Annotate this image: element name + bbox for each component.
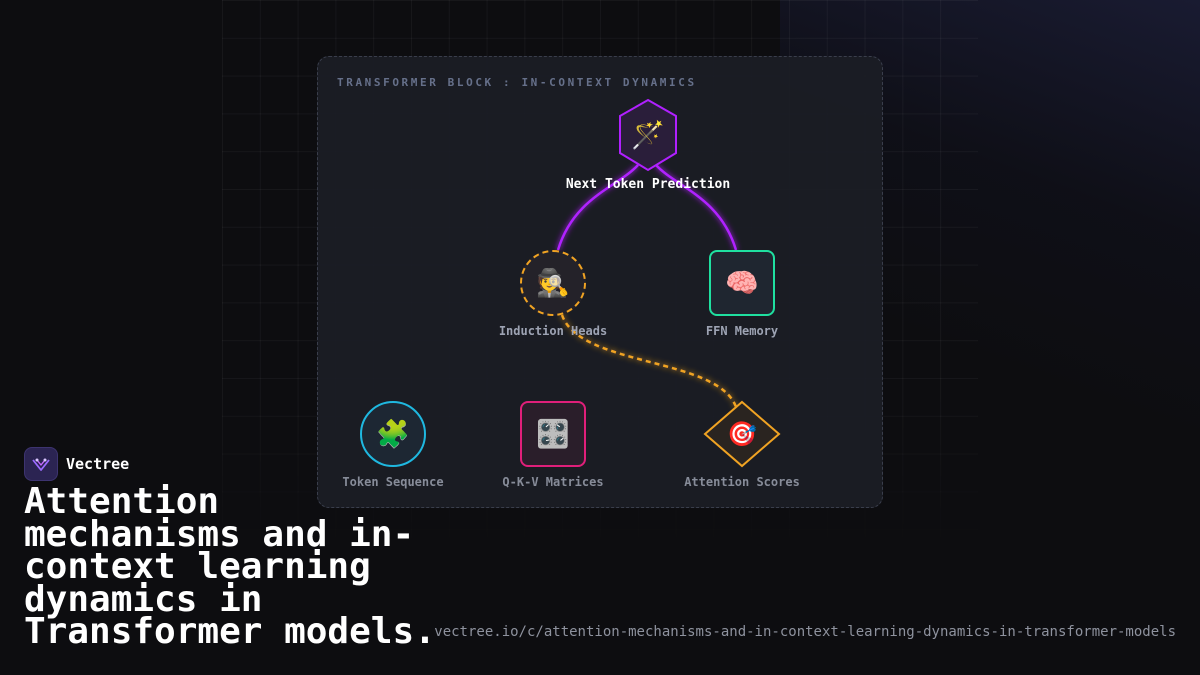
edge-induction-to-next-token <box>556 164 639 251</box>
attention-scores-label: Attention Scores <box>684 475 800 489</box>
next-token-hexagon <box>619 98 677 172</box>
qkv-matrices-label: Q-K-V Matrices <box>502 475 604 489</box>
induction-heads-node: 🕵️ <box>520 250 586 316</box>
ffn-memory-label: FFN Memory <box>705 324 779 338</box>
qkv-matrices-node: 🎛️ <box>520 401 586 467</box>
page-url[interactable]: vectree.io/c/attention-mechanisms-and-in… <box>434 624 1176 640</box>
attention-scores-node: 🎯 <box>712 404 772 464</box>
edge-ffn-to-next-token <box>655 164 738 251</box>
target-icon: 🎯 <box>727 420 757 448</box>
token-sequence-node: 🧩 <box>360 401 426 467</box>
edge-induction-to-attention <box>560 314 738 408</box>
induction-heads-label: Induction Heads <box>498 324 608 338</box>
token-sequence-label: Token Sequence <box>342 475 444 489</box>
control-knobs-icon: 🎛️ <box>536 418 570 450</box>
attention-scores-diamond <box>703 400 781 468</box>
brand: Vectree <box>24 447 129 481</box>
puzzle-piece-icon: 🧩 <box>376 418 410 450</box>
magic-wand-icon: 🪄 <box>631 119 665 151</box>
diagram-title: TRANSFORMER BLOCK : IN-CONTEXT DYNAMICS <box>337 76 697 89</box>
diagram-edges <box>556 98 781 468</box>
next-token-node: 🪄 <box>620 100 676 170</box>
detective-icon: 🕵️ <box>536 267 570 299</box>
ffn-memory-node: 🧠 <box>709 250 775 316</box>
brain-icon: 🧠 <box>725 267 759 299</box>
next-token-label: Next Token Prediction <box>565 177 731 192</box>
brand-name: Vectree <box>66 455 130 473</box>
diagram-panel: TRANSFORMER BLOCK : IN-CONTEXT DYNAMICS … <box>317 56 883 508</box>
vectree-logo-icon <box>24 447 58 481</box>
page-headline: Attention mechanisms and in-context lear… <box>24 481 436 652</box>
